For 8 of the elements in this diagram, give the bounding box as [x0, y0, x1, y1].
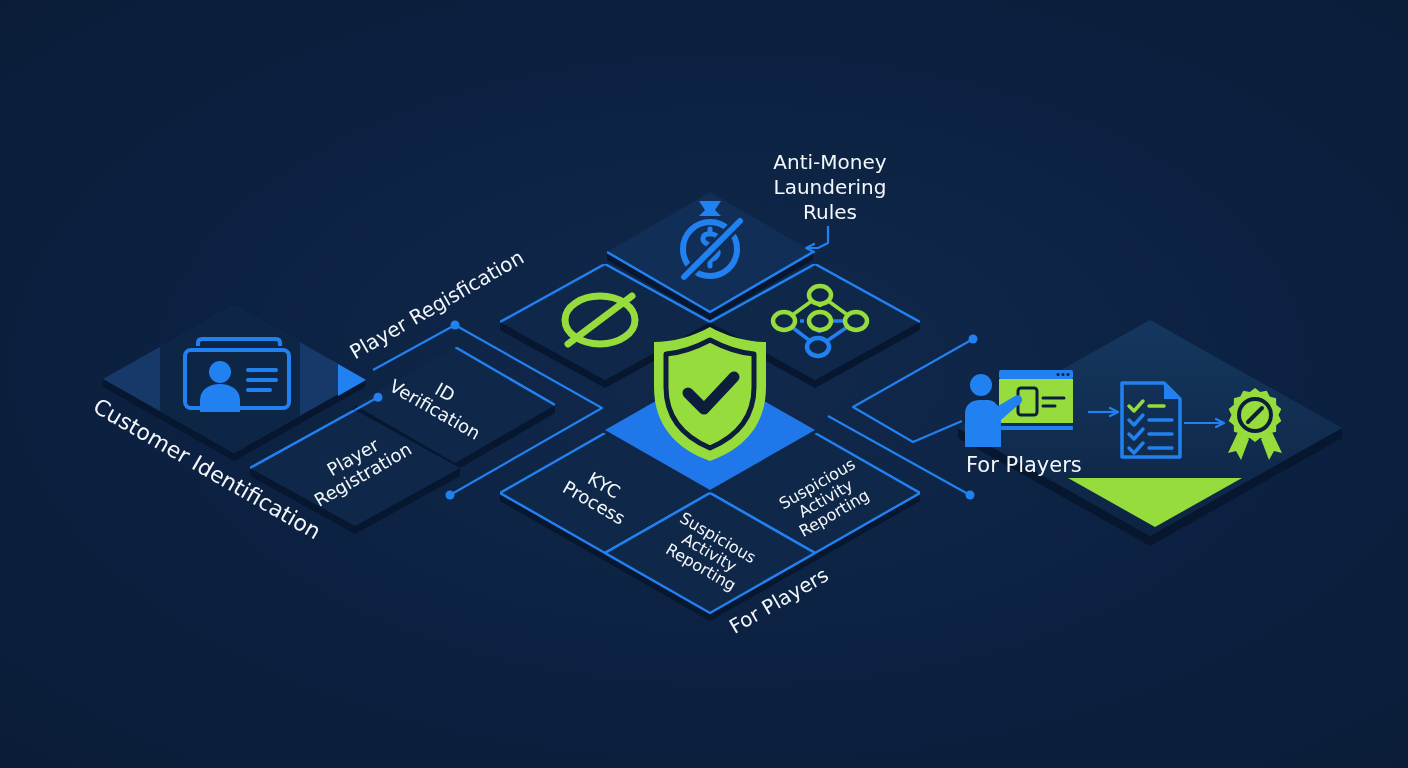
arrow	[1088, 406, 1120, 418]
leader-arrow	[805, 226, 830, 254]
callout-label: Anti-Money Laundering Rules	[768, 150, 892, 226]
checklist-icon	[1118, 380, 1184, 460]
arrow	[1184, 417, 1226, 429]
node-label: For Players	[965, 452, 1082, 478]
platform-tile	[958, 320, 1342, 546]
circuit-trace	[851, 334, 978, 444]
